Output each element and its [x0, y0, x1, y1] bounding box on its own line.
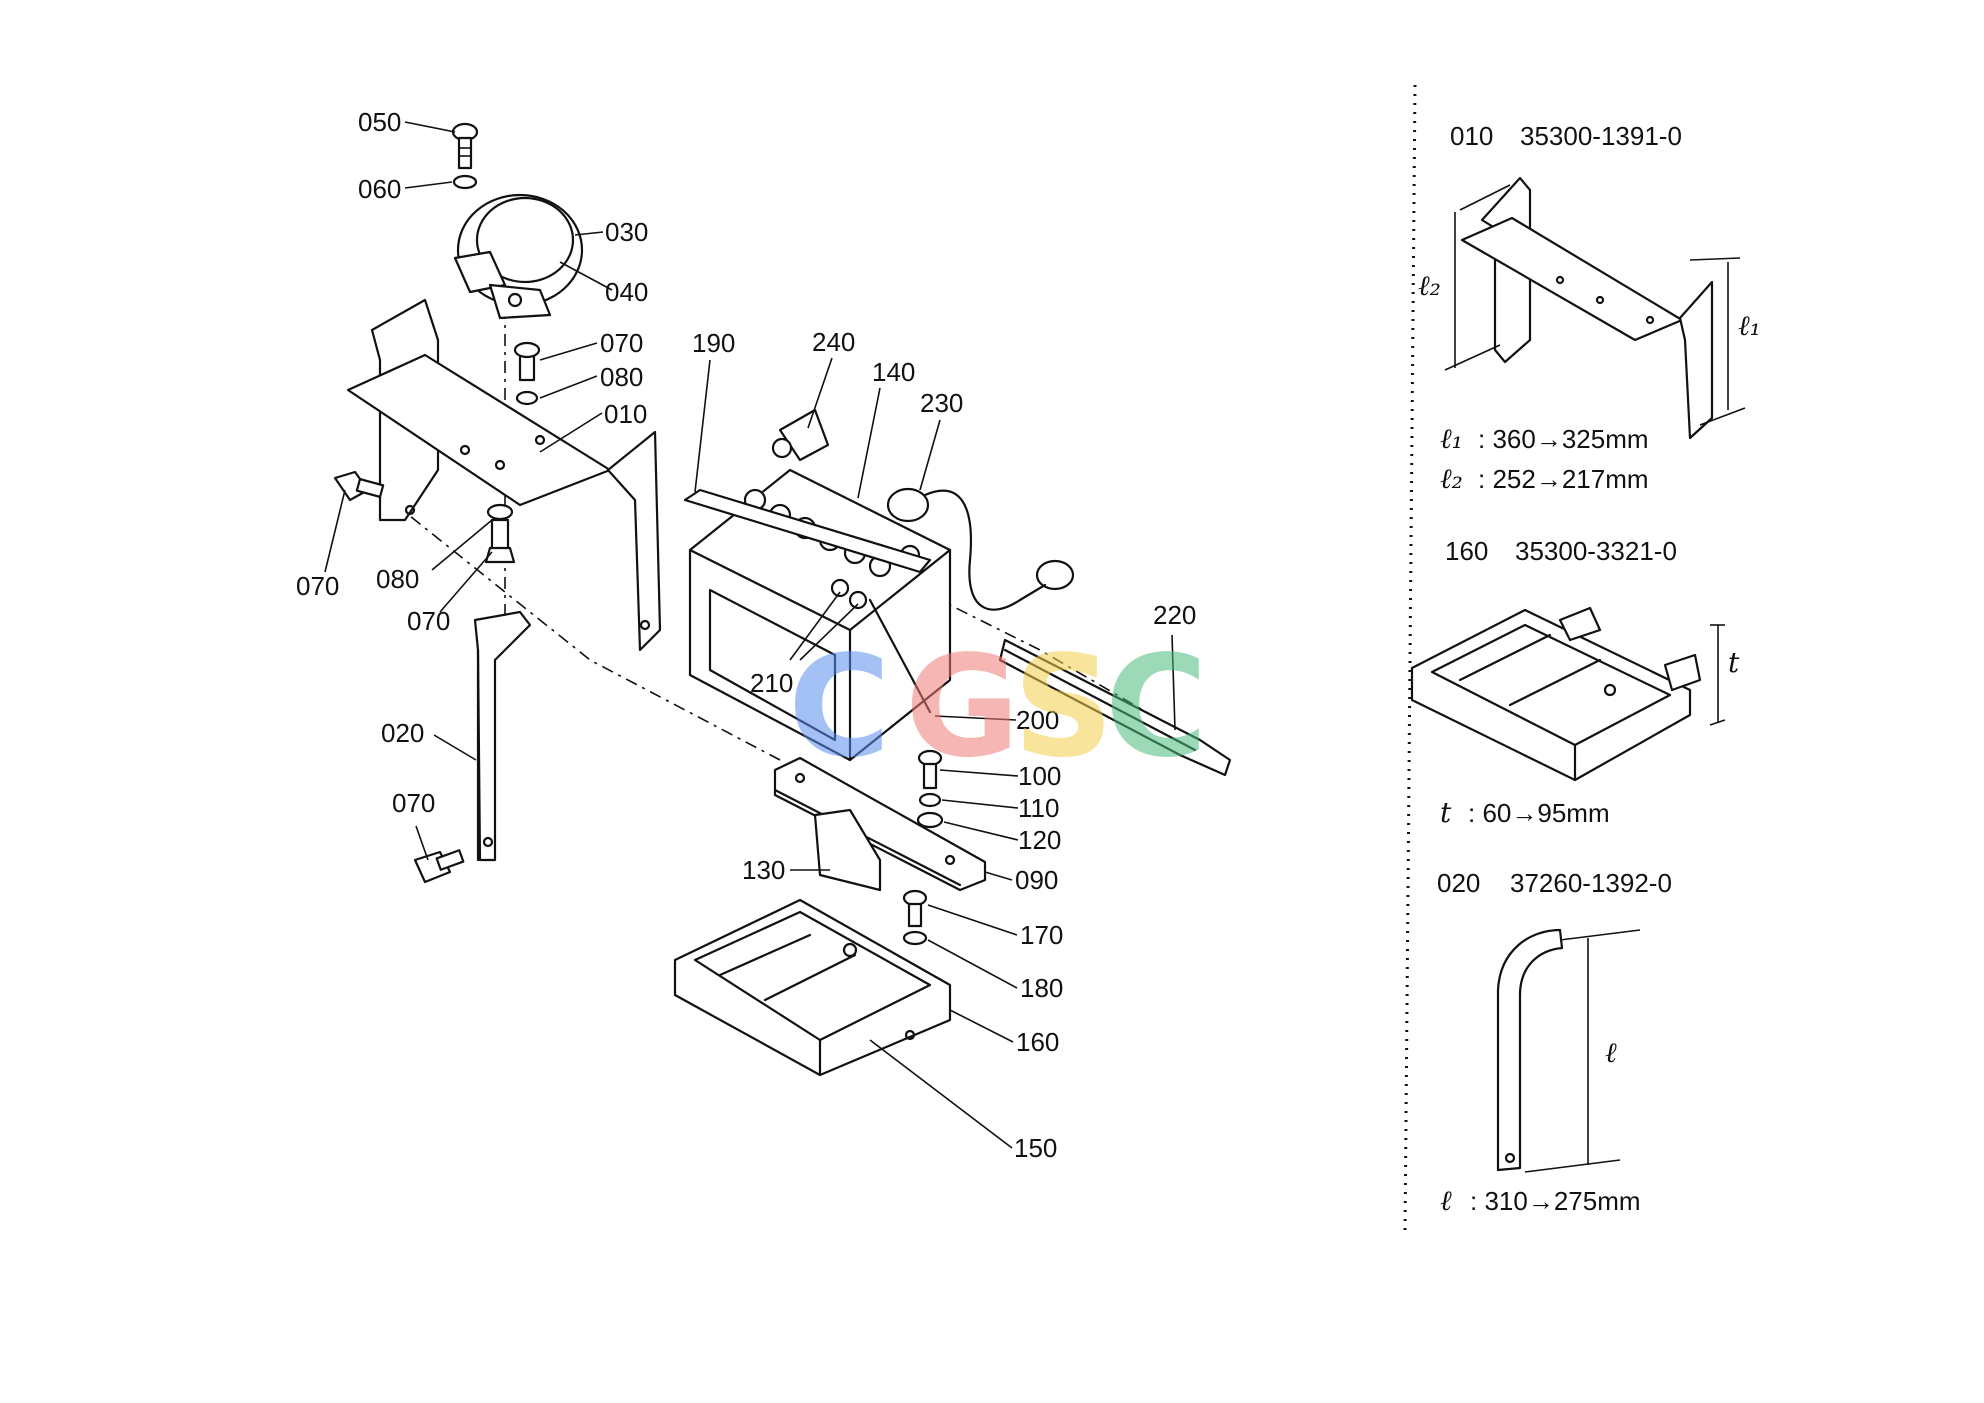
callout-010: 010 — [604, 399, 647, 429]
spec-part-020: 020 37260-1392-0 ℓ ℓ : 310→275mm — [1437, 868, 1672, 1217]
callout-080-left: 080 — [376, 564, 419, 594]
spec-020-number: 37260-1392-0 — [1510, 868, 1672, 898]
callout-120: 120 — [1018, 825, 1061, 855]
spec-part-160: 160 35300-3321-0 t t : 60→95mm — [1410, 536, 1740, 829]
spec-020-dim-l: ℓ — [1605, 1036, 1617, 1069]
spec-010-l1-symbol: ℓ₁ — [1440, 422, 1463, 455]
watermark-letter-g: G — [905, 626, 1020, 789]
washer-110 — [918, 792, 942, 808]
spec-panel: 010 35300-1391-0 ℓ₂ ℓ₁ ℓ₁ : 360→325mm — [1410, 121, 1761, 1217]
callout-140: 140 — [872, 357, 915, 387]
spec-010-l1-value: : 360→325mm — [1478, 424, 1649, 454]
assembly-axis-line — [389, 499, 781, 761]
callout-040: 040 — [605, 277, 648, 307]
bolt-070-lower — [413, 849, 465, 884]
callout-030: 030 — [605, 217, 648, 247]
leader-lines — [324, 121, 1176, 1149]
spec-010-ref: 010 — [1450, 121, 1493, 151]
clamp-band-030 — [453, 193, 584, 320]
spec-020-ref: 020 — [1437, 868, 1480, 898]
washer-060 — [452, 174, 478, 190]
callout-080: 080 — [600, 362, 643, 392]
spec-020-l-value: : 310→275mm — [1470, 1186, 1641, 1216]
watermark-letter-c2: C — [1105, 626, 1208, 789]
bracket-130 — [813, 808, 882, 892]
callout-150: 150 — [1014, 1133, 1057, 1163]
callout-060: 060 — [358, 174, 401, 204]
callout-220: 220 — [1153, 600, 1196, 630]
bolt-070-upper — [513, 341, 541, 406]
callout-160: 160 — [1016, 1027, 1059, 1057]
callout-050: 050 — [358, 107, 401, 137]
spec-160-drawing: t — [1410, 606, 1740, 782]
spec-020-drawing: ℓ — [1496, 928, 1641, 1173]
callout-070-left: 070 — [296, 571, 339, 601]
callout-070-mid: 070 — [407, 606, 450, 636]
bolt-170 — [902, 889, 928, 928]
callout-200: 200 — [1016, 705, 1059, 735]
bolt-070-left — [333, 470, 385, 502]
spec-160-t-symbol: t — [1440, 796, 1452, 829]
spec-010-dim-l1: ℓ₁ — [1738, 309, 1761, 342]
callout-labels: 050 060 030 040 070 080 010 070 080 070 … — [296, 107, 1196, 1163]
callout-110: 110 — [1018, 793, 1059, 823]
spec-part-010: 010 35300-1391-0 ℓ₂ ℓ₁ ℓ₁ : 360→325mm — [1418, 121, 1761, 495]
stay-020 — [473, 610, 532, 862]
callout-190: 190 — [692, 328, 735, 358]
battery-holder-190 — [683, 488, 932, 574]
watermark-letter-s: S — [1013, 626, 1114, 789]
spec-160-t-value: : 60→95mm — [1468, 798, 1610, 828]
spec-010-l2-symbol: ℓ₂ — [1440, 462, 1463, 495]
callout-130: 130 — [742, 855, 785, 885]
callout-020: 020 — [381, 718, 424, 748]
bracket-010 — [346, 298, 662, 652]
spec-010-drawing: ℓ₂ ℓ₁ — [1418, 176, 1761, 440]
spec-160-number: 35300-3321-0 — [1515, 536, 1677, 566]
rod-200 — [868, 598, 932, 714]
callout-100: 100 — [1018, 761, 1061, 791]
exploded-view: 050 060 030 040 070 080 010 070 080 070 … — [296, 107, 1232, 1163]
bolt-100 — [917, 749, 943, 790]
callout-170: 170 — [1020, 920, 1063, 950]
spec-020-l-symbol: ℓ — [1440, 1184, 1452, 1217]
spec-160-dim-t: t — [1728, 646, 1740, 679]
spec-010-dim-l2: ℓ₂ — [1418, 269, 1441, 302]
watermark: C G S C — [788, 626, 1208, 789]
spec-010-l2-value: : 252→217mm — [1478, 464, 1649, 494]
watermark-letter-c1: C — [788, 626, 891, 789]
terminal-240 — [771, 408, 830, 462]
washer-180 — [902, 930, 928, 946]
washer-120 — [916, 811, 944, 829]
plug-210 — [830, 578, 868, 610]
callout-210: 210 — [750, 668, 793, 698]
tray-160 — [673, 898, 952, 1077]
rail-220 — [998, 638, 1232, 777]
callout-240: 240 — [812, 327, 855, 357]
spec-010-number: 35300-1391-0 — [1520, 121, 1682, 151]
bolt-070-middle — [484, 503, 516, 564]
bolt-050 — [451, 122, 479, 170]
section-divider — [1403, 84, 1417, 1236]
terminal-cover-230 — [886, 487, 1075, 611]
callout-090: 090 — [1015, 865, 1058, 895]
callout-230: 230 — [920, 388, 963, 418]
spec-160-ref: 160 — [1445, 536, 1488, 566]
callout-070: 070 — [600, 328, 643, 358]
callout-180: 180 — [1020, 973, 1063, 1003]
callout-070-low: 070 — [392, 788, 435, 818]
